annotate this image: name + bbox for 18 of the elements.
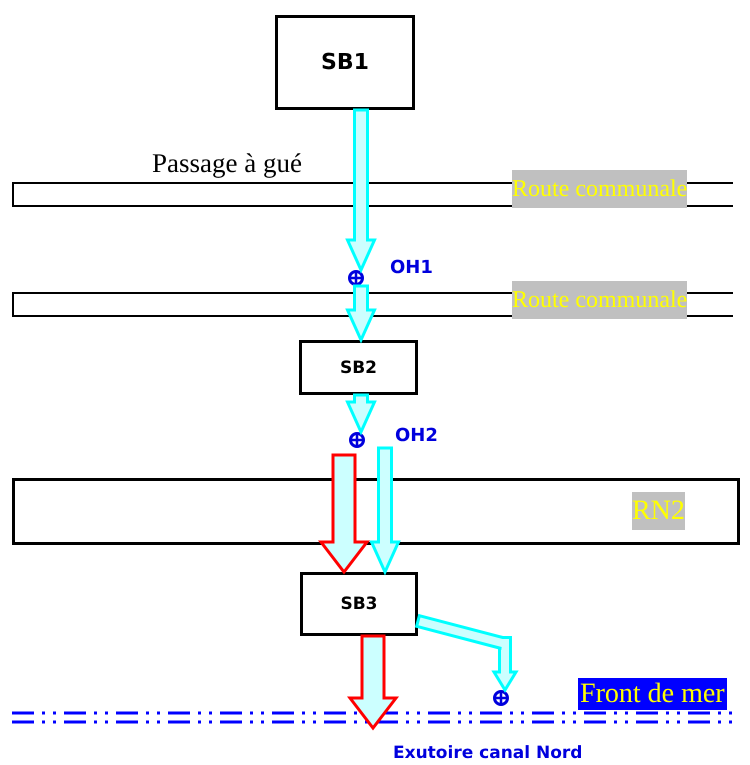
flow-arrow [414, 614, 519, 693]
basin-box: SB2 [299, 340, 418, 395]
basin-box: SB1 [275, 15, 415, 110]
outlet-caption: Exutoire canal Nord [393, 743, 582, 763]
flow-arrow [345, 108, 377, 274]
flow-arrow [345, 284, 377, 344]
road-label: RN2 [632, 492, 685, 530]
flow-arrow [345, 394, 377, 436]
basin-box: SB3 [300, 572, 418, 636]
flow-arrow [318, 454, 370, 574]
road-caption: Passage à gué [152, 148, 302, 179]
flow-arrow [346, 634, 400, 730]
outlet-label: OH1 [390, 257, 433, 278]
road-label: Route communale [512, 281, 688, 319]
outlet-label: OH2 [395, 425, 438, 446]
flow-arrow [369, 446, 401, 576]
road-label: Route communale [512, 170, 688, 208]
shoreline-label: Front de mer [578, 678, 727, 710]
